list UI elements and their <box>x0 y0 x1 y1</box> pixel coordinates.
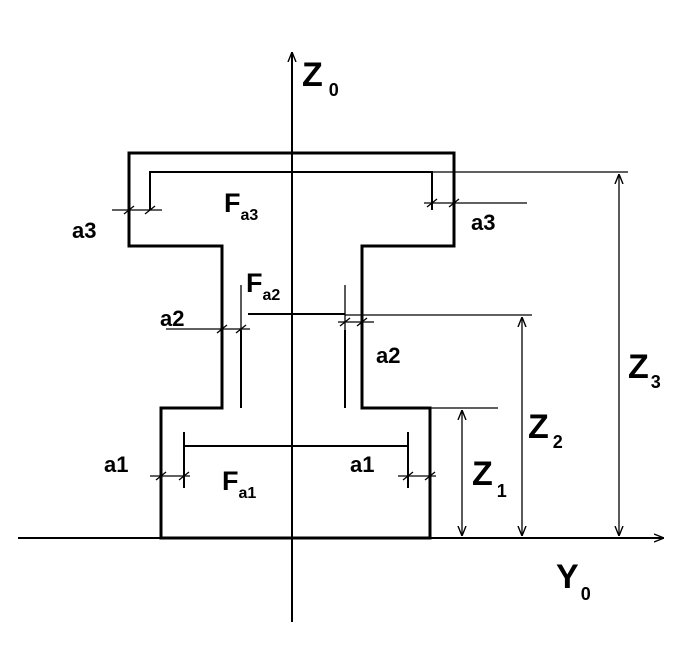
offset-mark-a2-right <box>338 285 374 330</box>
offset-mark-a3-right <box>424 198 527 208</box>
offset-mark-a1-right <box>398 471 436 481</box>
offset-label-a1-right: a1 <box>350 452 374 477</box>
offset-mark-a3-left <box>112 205 162 215</box>
offset-mark-a1-left <box>150 471 190 481</box>
offset-label-a2-right: a2 <box>376 343 400 368</box>
area-label-fa3: Fa3 <box>224 188 258 224</box>
offset-mark-a2-left <box>166 285 250 334</box>
offset-label-a2-left: a2 <box>160 306 184 331</box>
offset-label-a3-left: a3 <box>72 218 96 243</box>
inner-line-top-flange <box>149 171 433 210</box>
offset-label-a1-left: a1 <box>104 452 128 477</box>
area-label-fa1: Fa1 <box>222 466 256 502</box>
offset-label-a3-right: a3 <box>471 210 495 235</box>
area-label-fa2: Fa2 <box>246 268 280 304</box>
